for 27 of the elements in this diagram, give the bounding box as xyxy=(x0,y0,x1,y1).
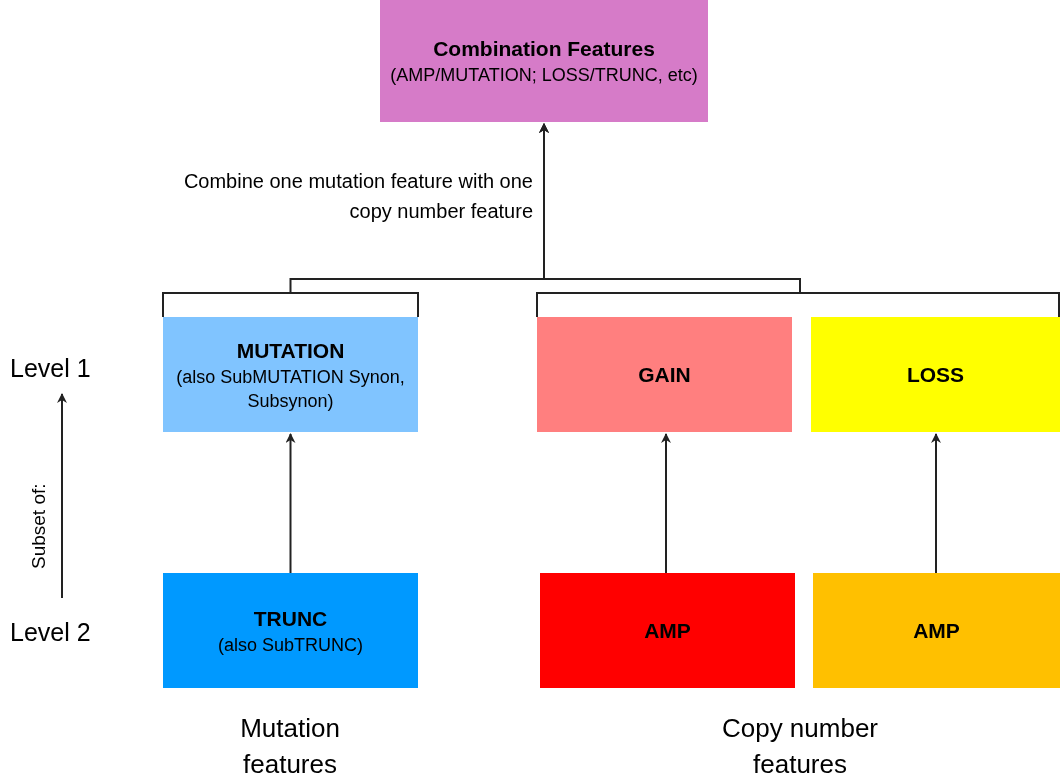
level-label: Level 2 xyxy=(10,617,91,648)
arrow xyxy=(931,433,941,574)
box-heading: MUTATION xyxy=(236,337,345,364)
box-heading: AMP xyxy=(913,617,960,644)
edge-label: Combine one mutation feature with one copy number feature xyxy=(182,169,533,224)
feature-box xyxy=(380,0,708,122)
box-heading: Combination Features xyxy=(433,36,655,62)
group-label: Mutation features xyxy=(239,712,341,781)
box-note: (also SubTRUNC) xyxy=(218,633,363,657)
group-label: Copy number features xyxy=(720,712,880,781)
arrow xyxy=(285,433,296,574)
arrow xyxy=(661,433,671,574)
box-heading: AMP xyxy=(644,617,691,644)
box-heading: GAIN xyxy=(638,361,691,388)
level-label: Level 1 xyxy=(10,353,91,384)
box-heading: TRUNC xyxy=(253,605,328,632)
box-note: (also SubMUTATION Synon, Subsynon) xyxy=(175,365,406,413)
arrow xyxy=(539,123,1060,318)
feature-box xyxy=(813,573,1060,688)
feature-box xyxy=(540,573,795,688)
feature-box xyxy=(811,317,1060,432)
feature-box xyxy=(537,317,792,432)
feature-box xyxy=(163,573,418,688)
axis-label: Subset of: xyxy=(26,482,50,572)
box-heading: LOSS xyxy=(906,361,965,388)
feature-box xyxy=(163,317,418,432)
box-note: (AMP/MUTATION; LOSS/TRUNC, etc) xyxy=(390,64,698,87)
